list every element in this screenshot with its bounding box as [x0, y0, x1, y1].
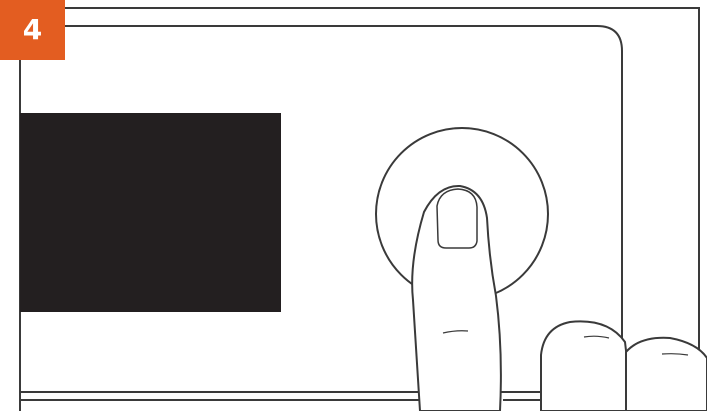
curled-finger-2	[626, 338, 707, 411]
fingernail	[437, 189, 477, 248]
display-screen	[20, 113, 281, 312]
curled-finger-1	[541, 321, 628, 411]
step-number-badge: 4	[0, 0, 65, 60]
pointing-finger-icon	[412, 186, 707, 411]
